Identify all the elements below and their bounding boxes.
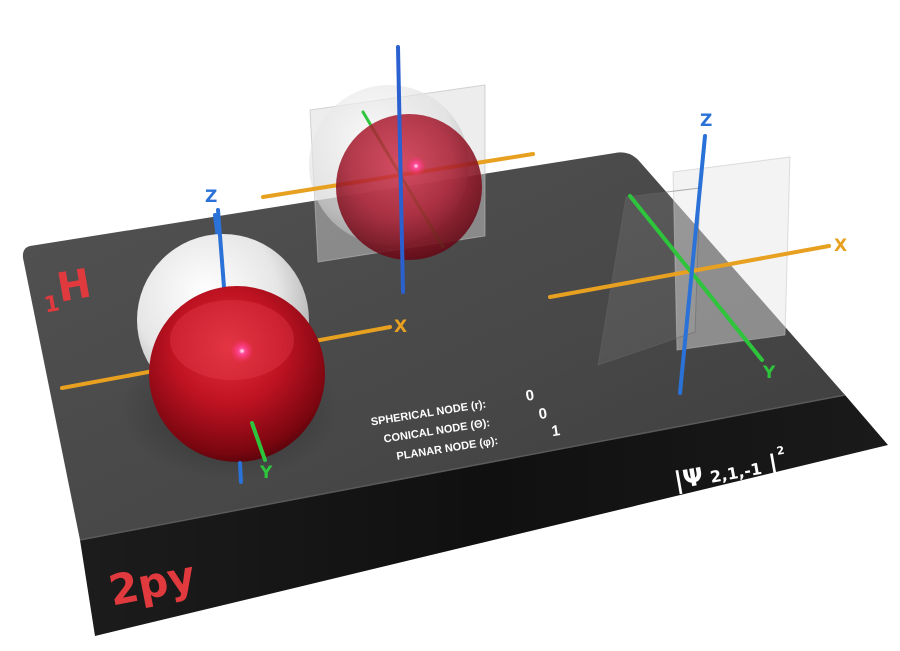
- element-symbol: 1 H: [42, 261, 95, 319]
- z-axis-label: Z: [205, 187, 217, 207]
- nucleus-glow: [406, 156, 426, 176]
- exponent: 2: [776, 444, 786, 458]
- node-value-planar: 1: [550, 422, 561, 440]
- z-axis: [678, 134, 707, 395]
- z-axis: [396, 45, 405, 294]
- y-axis-label: Y: [762, 363, 776, 383]
- z-axis-label: Z: [700, 111, 712, 131]
- red-lobe: [336, 114, 482, 260]
- y-axis-label: Y: [259, 463, 273, 483]
- y-axis: [628, 194, 764, 362]
- x-axis-label: X: [394, 317, 407, 337]
- y-axis: [250, 421, 267, 462]
- node-value-spherical: 0: [524, 387, 535, 405]
- element-letter: H: [54, 261, 95, 312]
- psi-symbol: |Ψ: [672, 462, 706, 495]
- board-front-face: [80, 395, 888, 636]
- orbital-3d-view: [261, 45, 535, 294]
- red-lobe: [149, 286, 325, 462]
- orbital-solid-view: [60, 208, 392, 484]
- node-value-conical: 0: [537, 405, 548, 423]
- x-axis-label: X: [834, 236, 847, 256]
- nucleus-glow: [230, 339, 254, 363]
- nodal-plane-view: [548, 134, 831, 395]
- atomic-number: 1: [42, 291, 61, 318]
